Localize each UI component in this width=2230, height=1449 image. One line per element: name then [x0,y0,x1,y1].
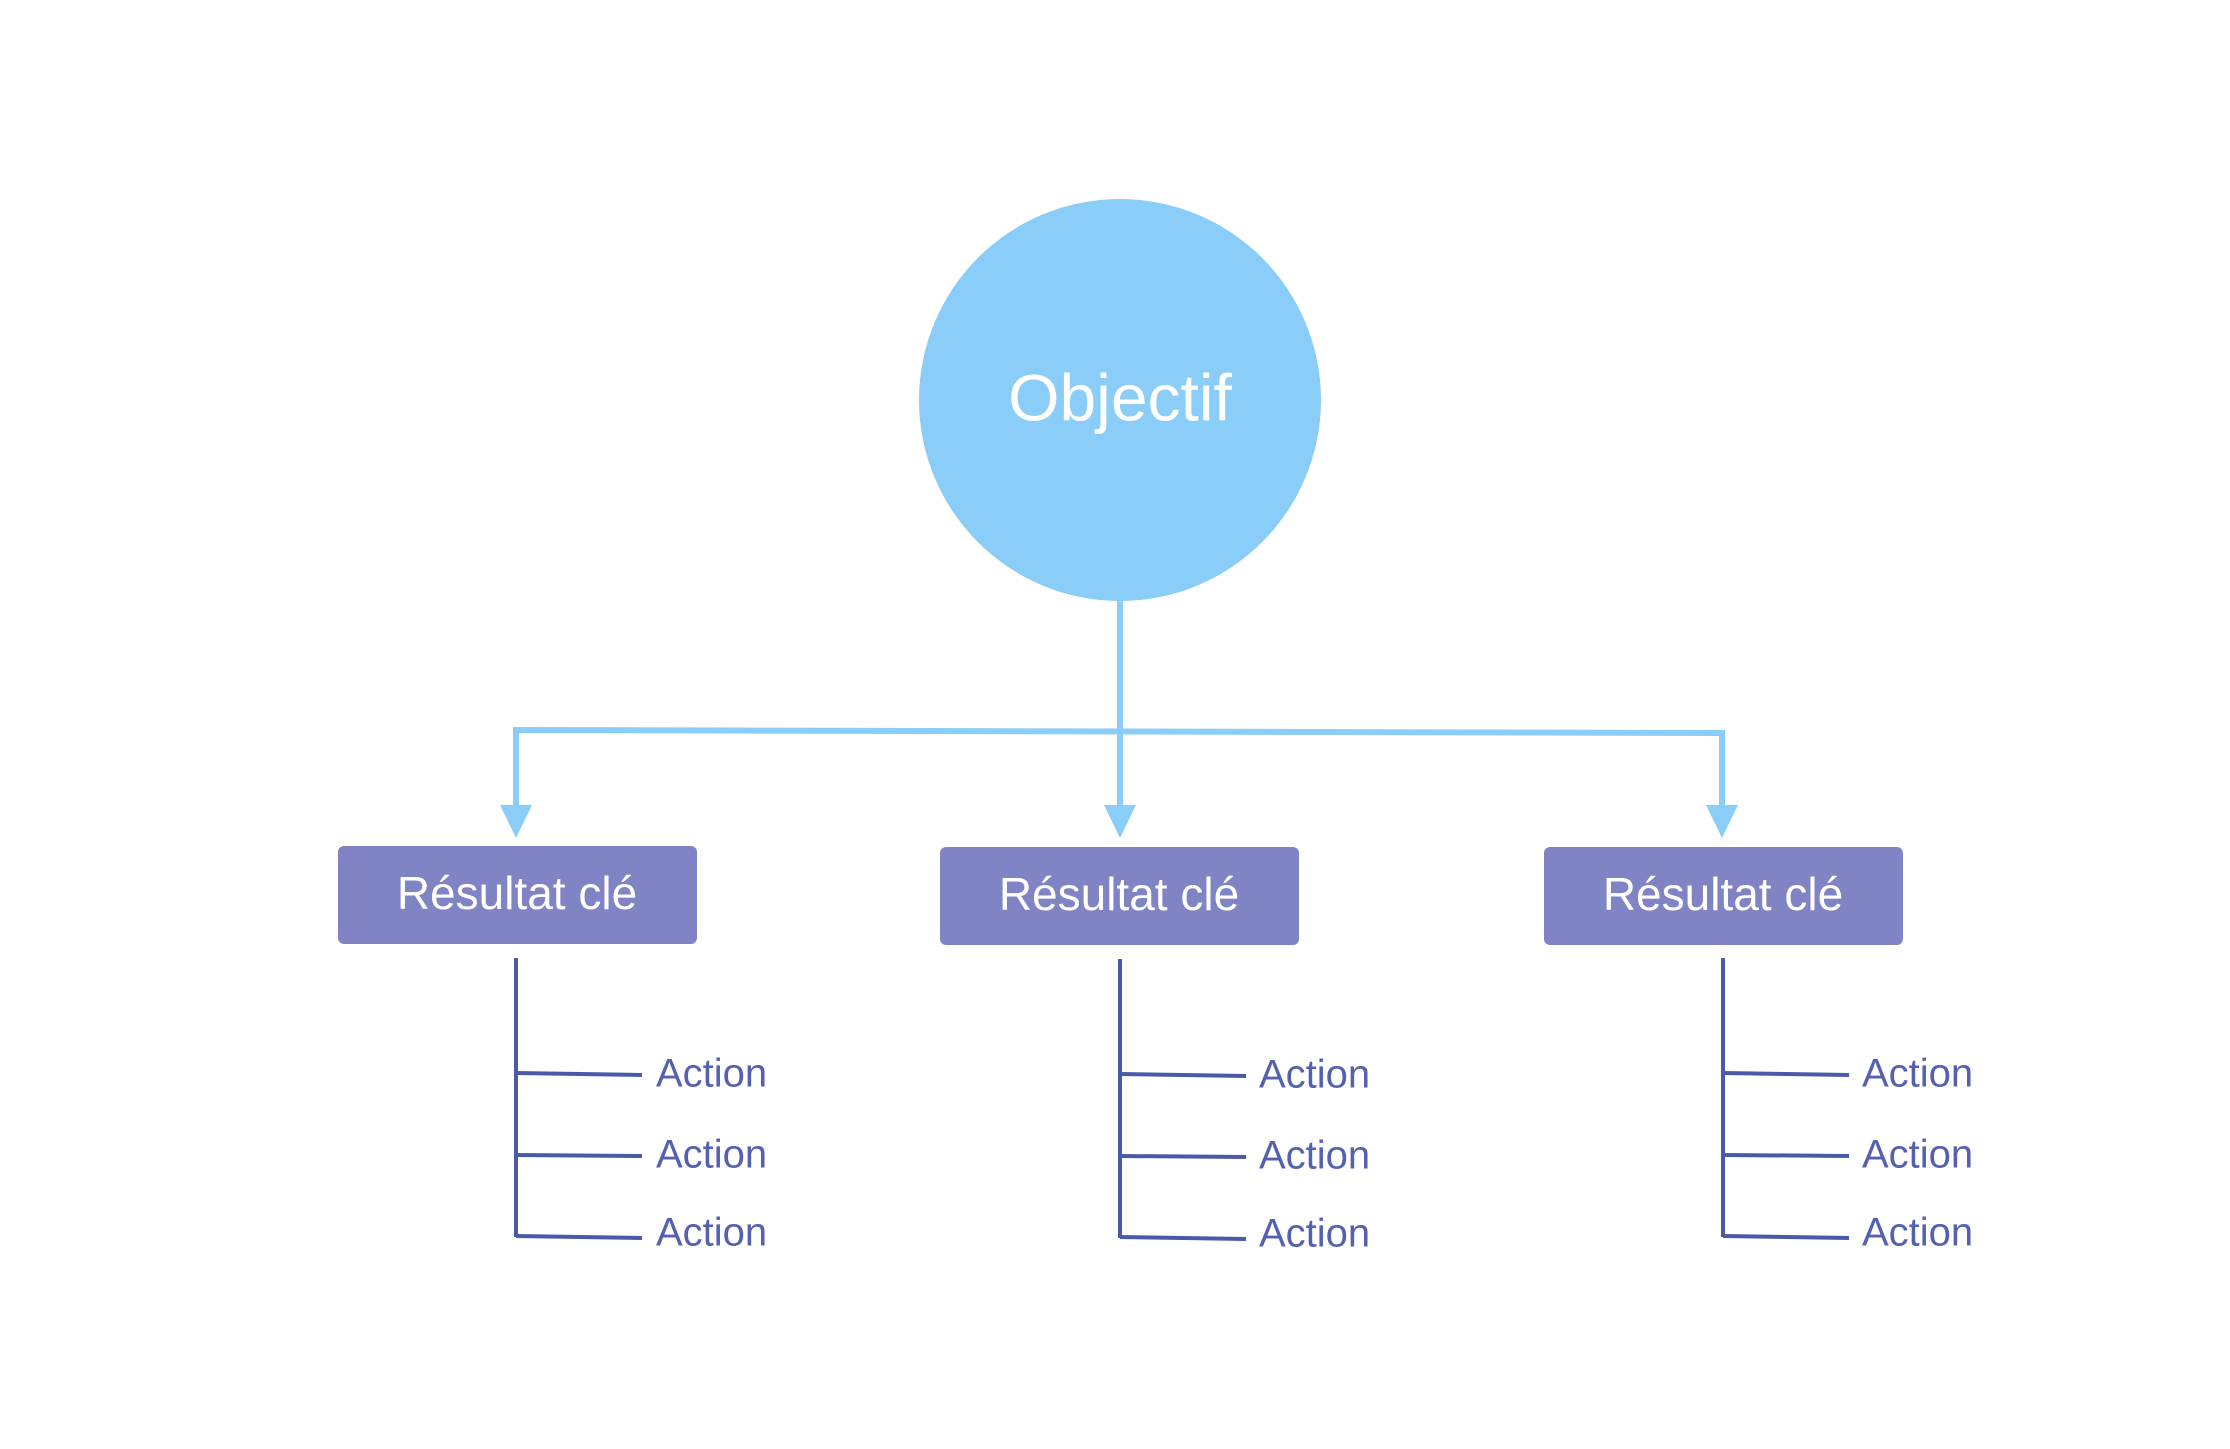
objective-node: Objectif [919,199,1321,601]
action-branch-line [1119,1235,1247,1241]
action-branch-line [1722,1071,1850,1077]
action-branch-line [1119,1072,1247,1078]
action-branch-line [515,1153,643,1158]
arrow-down-icon [1706,805,1738,838]
action-item: Action [1259,1134,1370,1178]
action-item: Action [656,1052,767,1096]
key-result-label: Résultat clé [1603,868,1843,920]
key-result-label: Résultat clé [999,868,1239,920]
action-item: Action [656,1211,767,1255]
action-item: Action [656,1133,767,1177]
action-branch-line [1722,1153,1850,1158]
key-result-3: Résultat clé Action Action Action [1544,847,1973,1255]
action-branch-line [515,1234,643,1240]
action-branch-line [1722,1234,1850,1240]
key-result-2: Résultat clé Action Action Action [940,847,1370,1256]
action-item: Action [1259,1212,1370,1256]
action-item: Action [1862,1052,1973,1096]
key-result-box [940,847,1299,945]
key-result-box [1544,847,1903,945]
objective-connectors [500,598,1738,838]
action-item: Action [1862,1211,1973,1255]
action-tree [1118,959,1247,1241]
key-result-1: Résultat clé Action Action Action [338,846,767,1255]
action-branch-line [515,1071,643,1077]
action-tree [1721,958,1850,1240]
arrow-down-icon [500,805,532,838]
action-tree [514,958,643,1240]
action-item: Action [1259,1053,1370,1097]
objective-label: Objectif [1008,360,1232,434]
action-item: Action [1862,1133,1973,1177]
key-result-label: Résultat clé [397,867,637,919]
action-branch-line [1119,1154,1247,1159]
key-result-box [338,846,697,944]
arrow-down-icon [1104,805,1136,838]
objective-circle [919,199,1321,601]
